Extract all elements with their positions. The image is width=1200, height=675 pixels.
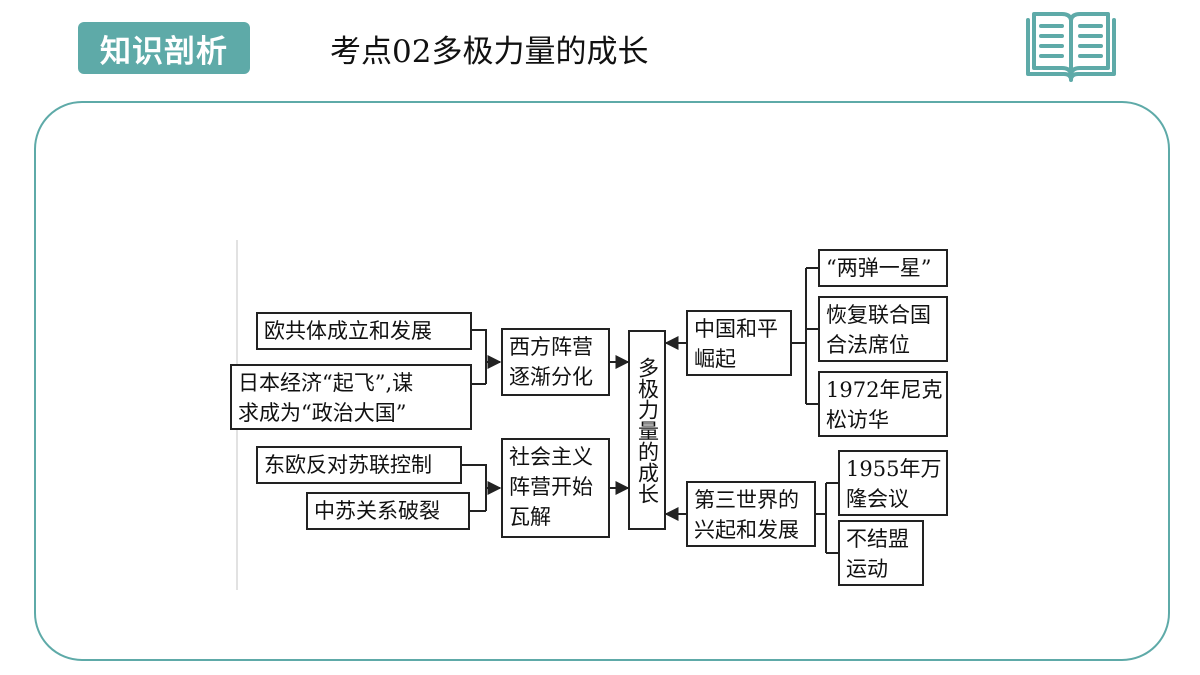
center-node: 多极力量的成长	[628, 330, 666, 530]
result-node: 恢复联合国 合法席位	[818, 296, 948, 362]
open-book-icon	[1026, 12, 1116, 82]
group-node: 第三世界的 兴起和发展	[686, 481, 816, 547]
group-node: 中国和平 崛起	[686, 310, 792, 376]
result-node: “两弹一星”	[818, 249, 948, 287]
cause-node: 日本经济“起飞”,谋 求成为“政治大国”	[230, 364, 472, 430]
cause-node: 中苏关系破裂	[306, 492, 470, 530]
group-node: 社会主义 阵营开始 瓦解	[501, 438, 610, 538]
group-node: 西方阵营 逐渐分化	[501, 328, 610, 396]
section-tag: 知识剖析	[78, 22, 250, 74]
result-node: 不结盟 运动	[838, 520, 924, 586]
cause-node: 东欧反对苏联控制	[256, 446, 462, 484]
result-node: 1972年尼克 松访华	[818, 371, 948, 437]
page-title: 考点02多极力量的成长	[330, 34, 649, 70]
cause-node: 欧共体成立和发展	[256, 312, 472, 350]
result-node: 1955年万 隆会议	[838, 450, 948, 516]
